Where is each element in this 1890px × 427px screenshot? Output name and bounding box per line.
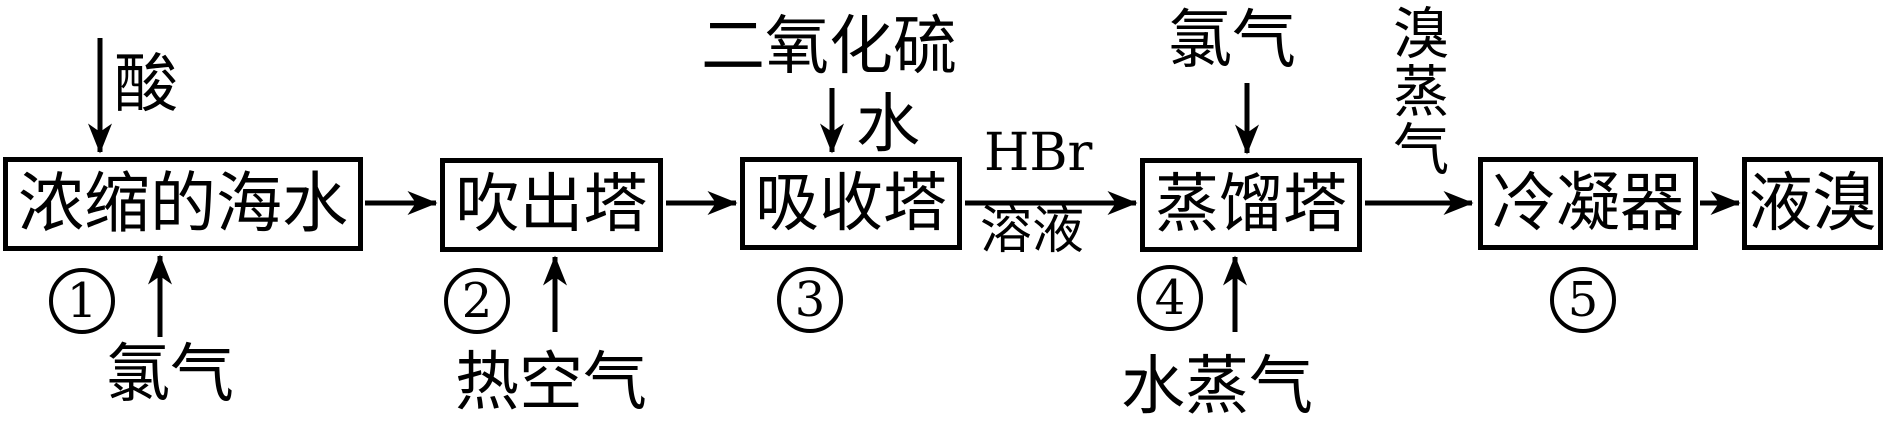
label-hbr-solution: 溶液 <box>980 201 1085 261</box>
step-badge-3: 3 <box>777 267 843 333</box>
process-box-condenser: 冷凝器 <box>1478 157 1698 250</box>
step-badge-5: 5 <box>1550 267 1616 333</box>
label-hot-air: 热空气 <box>455 346 647 420</box>
process-box-concentrated-seawater: 浓缩的海水 <box>3 157 363 251</box>
label-acid: 酸 <box>114 48 178 122</box>
label-sulfur-dioxide: 二氧化硫 <box>701 10 957 84</box>
process-box-distillation-tower: 蒸馏塔 <box>1140 158 1362 252</box>
label-water: 水 <box>856 88 920 162</box>
label-hbr: HBr <box>984 123 1093 183</box>
label-bromine-vapor: 溴蒸气 <box>1383 4 1449 178</box>
label-chlorine-gas-into-still: 氯气 <box>1168 4 1296 78</box>
step-badge-4: 4 <box>1137 265 1203 331</box>
label-steam: 水蒸气 <box>1121 350 1313 424</box>
process-box-liquid-bromine: 液溴 <box>1742 157 1883 250</box>
step-badge-1: 1 <box>49 268 115 334</box>
process-box-absorption-tower: 吸收塔 <box>740 157 962 250</box>
step-badge-2: 2 <box>444 268 510 334</box>
process-box-blowout-tower: 吹出塔 <box>440 158 663 252</box>
label-chlorine-gas-into-seawater: 氯气 <box>106 338 234 412</box>
